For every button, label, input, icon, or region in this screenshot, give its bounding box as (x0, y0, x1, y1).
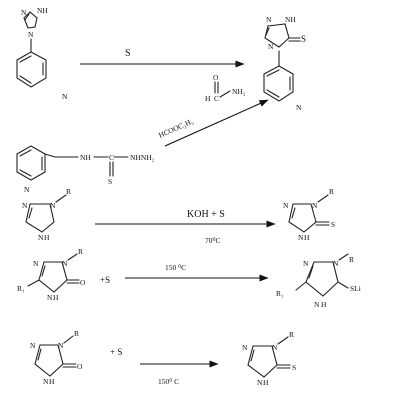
r4-o: O (80, 278, 86, 287)
row4-arrow: 150 ⁰C (125, 263, 269, 282)
row3-reactant-dihydrotriazole: N N R N H (22, 187, 71, 242)
formamide-o: O (213, 73, 219, 82)
r5-n4: N (43, 377, 49, 386)
p4-r1: R₁ (276, 289, 284, 298)
r5-n2: N (58, 341, 64, 350)
r4-n2: N (62, 259, 68, 268)
r5-h: H (49, 377, 55, 386)
triazole-n-label: N (21, 8, 27, 17)
formamide: O H C NH₂ (205, 73, 246, 103)
r4-n4: N (47, 293, 53, 302)
row2-arrow: HCOOC₂H₅ (157, 99, 269, 147)
p3-n2: N (312, 201, 318, 210)
r3-r: R (66, 187, 71, 196)
product-n4-label: N (268, 42, 274, 51)
r4-r1: R₁ (17, 284, 25, 293)
r3-n1: N (22, 201, 28, 210)
p5-h: H (263, 378, 269, 387)
formamide-nh2: NH₂ (232, 87, 246, 96)
p3-n1: N (283, 201, 289, 210)
p4-sli: SLi (350, 284, 361, 293)
formamide-h: H (205, 94, 211, 103)
r5-n1: N (30, 341, 36, 350)
p5-s: S (292, 363, 296, 372)
row1-reactant-triazolylpyridine: N NH N N (16, 6, 68, 101)
p3-n4: N (298, 233, 304, 242)
row3-reagent-koh-s: KOH + S (187, 209, 225, 220)
row2-reagent-hcooc2h5: HCOOC₂H₅ (157, 116, 195, 139)
r3-h: H (44, 233, 50, 242)
p3-r: R (329, 187, 334, 196)
thiosemicarbazide-nh: NH (80, 153, 91, 162)
p5-n1: N (242, 343, 248, 352)
row5-reagent-150c: 150⁰ C (158, 377, 179, 386)
r4-r: R (78, 247, 83, 256)
triazole-nh-label: NH (37, 6, 48, 15)
r5-o: O (77, 362, 83, 371)
row2-pyridyl-thiosemicarbazide: N NH C NHNH₂ S (16, 145, 155, 194)
r5-r: R (74, 329, 79, 338)
row1-reagent-s: S (125, 48, 131, 59)
p4-n4: N (314, 300, 320, 309)
row5-arrow: 150⁰ C (140, 360, 219, 386)
r3-n2: N (50, 201, 56, 210)
row3-reagent-70c: 70⁰C (205, 236, 221, 245)
row4-plus-s: +S (100, 275, 110, 285)
row3-product-triazolethione: N N R S N H (283, 187, 335, 242)
p3-s: S (331, 220, 335, 229)
p3-h: H (304, 233, 310, 242)
row5-plus-s: + S (110, 347, 122, 357)
product-nh-label: NH (285, 15, 296, 24)
triazole-n4-label: N (28, 30, 34, 39)
p5-n4: N (257, 378, 263, 387)
pyridine-n-label-2: N (24, 185, 30, 194)
row1-product-triazolethione: N NH S N N (263, 15, 306, 112)
r3-n4: N (38, 233, 44, 242)
r4-h: H (53, 293, 59, 302)
p4-r: R (349, 255, 354, 264)
row4-reactant-triazolone: N N R R₁ O N H (17, 247, 86, 302)
pyridine-n-label: N (62, 92, 68, 101)
r4-n1: N (33, 259, 39, 268)
p4-n2: N (333, 259, 339, 268)
thiosemicarbazide-c: C (109, 153, 114, 162)
p5-r: R (289, 330, 294, 339)
row5-product-triazolethione: N N R S N H (242, 330, 296, 387)
p4-n1: N (303, 259, 309, 268)
row1-arrow: S (80, 48, 245, 68)
p5-n2: N (272, 343, 278, 352)
row4-product-lithium-thiolate: N N R R₁ SLi N H (276, 253, 361, 309)
p4-h: H (321, 300, 327, 309)
row4-reagent-150c: 150 ⁰C (165, 263, 186, 272)
row5-reactant-triazolone: N N R O N H (30, 329, 83, 386)
product-n-label: N (266, 15, 272, 24)
thione-s-label: S (301, 34, 306, 44)
thiosemicarbazide-nhnh2: NHNH₂ (130, 153, 155, 162)
thiosemicarbazide-s: S (108, 177, 112, 186)
formamide-c: C (214, 94, 219, 103)
product-pyridine-n: N (296, 103, 302, 112)
row3-arrow: KOH + S 70⁰C (95, 209, 276, 245)
